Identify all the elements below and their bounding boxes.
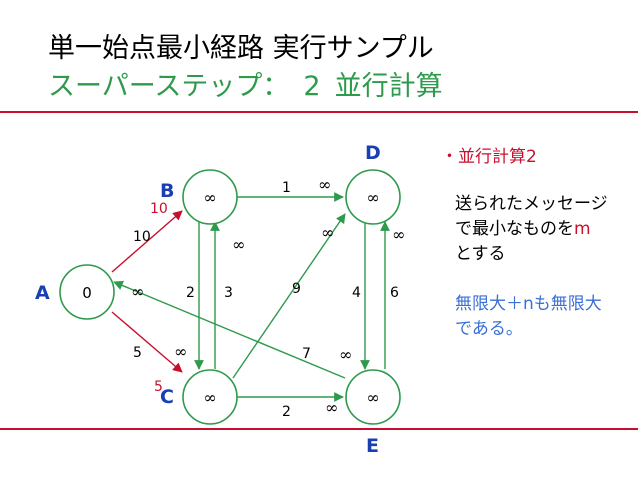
weight-e-a: 7 — [302, 346, 311, 362]
weight-e-d: 6 — [390, 285, 399, 301]
node-e-value: ∞ — [366, 388, 379, 407]
message-inf-c-d: ∞ — [321, 223, 334, 242]
node-a-label: A — [35, 282, 50, 304]
title-step-suffix: 並行計算 — [334, 71, 443, 102]
node-a: 0 — [59, 264, 115, 320]
message-inf-e-a: ∞ — [131, 282, 144, 301]
title-step-prefix: スーパーステップ： — [48, 71, 290, 102]
message-inf-d-e: ∞ — [339, 345, 352, 364]
message-to-b: 10 — [150, 201, 168, 217]
message-inf-e-d: ∞ — [392, 225, 405, 244]
message-inf-c-b: ∞ — [232, 235, 245, 254]
side-p2-line1: 無限大＋nも無限大 — [455, 294, 602, 314]
weight-c-d: 9 — [292, 281, 301, 297]
title-line-2: スーパーステップ： 2 並行計算 — [48, 64, 443, 103]
weight-a-b: 10 — [133, 229, 151, 245]
node-d: ∞ — [345, 169, 401, 225]
node-d-label: D — [365, 142, 381, 164]
node-e: ∞ — [345, 369, 401, 425]
edge-a-c — [111, 311, 183, 373]
side-p1-line2-text: で最小なものを — [455, 219, 574, 239]
side-paragraph-1: 送られたメッセージ で最小なものをm とする — [455, 192, 638, 267]
side-p1-line1: 送られたメッセージ — [455, 194, 608, 214]
weight-c-b: 3 — [224, 285, 233, 301]
node-c-value: ∞ — [203, 388, 216, 407]
title-line-1: 単一始点最小経路 実行サンプル — [48, 33, 434, 64]
side-p1-line2: で最小なものをm — [455, 217, 638, 242]
node-b: ∞ — [182, 169, 238, 225]
weight-a-c: 5 — [133, 345, 142, 361]
bottom-rule — [0, 428, 638, 430]
top-rule — [0, 111, 638, 113]
node-b-value: ∞ — [203, 188, 216, 207]
side-p1-line2-m: m — [574, 219, 591, 239]
edge-c-d — [232, 213, 346, 379]
edge-a-b — [111, 210, 183, 273]
message-inf-c-e: ∞ — [325, 398, 338, 417]
edge-e-a — [113, 280, 346, 379]
node-a-value: 0 — [82, 284, 92, 302]
node-c-label: C — [160, 386, 174, 408]
node-c: ∞ — [182, 369, 238, 425]
weight-d-e: 4 — [352, 285, 361, 301]
weight-c-e: 2 — [282, 404, 291, 420]
message-to-c: 5 — [154, 379, 163, 395]
node-d-value: ∞ — [366, 188, 379, 207]
side-paragraph-2: 無限大＋nも無限大 である。 — [455, 292, 638, 342]
weight-b-c: 2 — [186, 285, 195, 301]
message-inf-b-d: ∞ — [318, 175, 331, 194]
side-bullet: ・並行計算2 — [441, 147, 537, 167]
side-p1-line3: とする — [455, 244, 506, 264]
node-e-label: E — [366, 435, 379, 457]
side-p2-line2: である。 — [455, 319, 523, 339]
weight-b-d: 1 — [282, 180, 291, 196]
node-b-label: B — [160, 180, 174, 202]
title-step-number: 2 — [303, 71, 321, 102]
message-inf-a-c: ∞ — [174, 342, 187, 361]
